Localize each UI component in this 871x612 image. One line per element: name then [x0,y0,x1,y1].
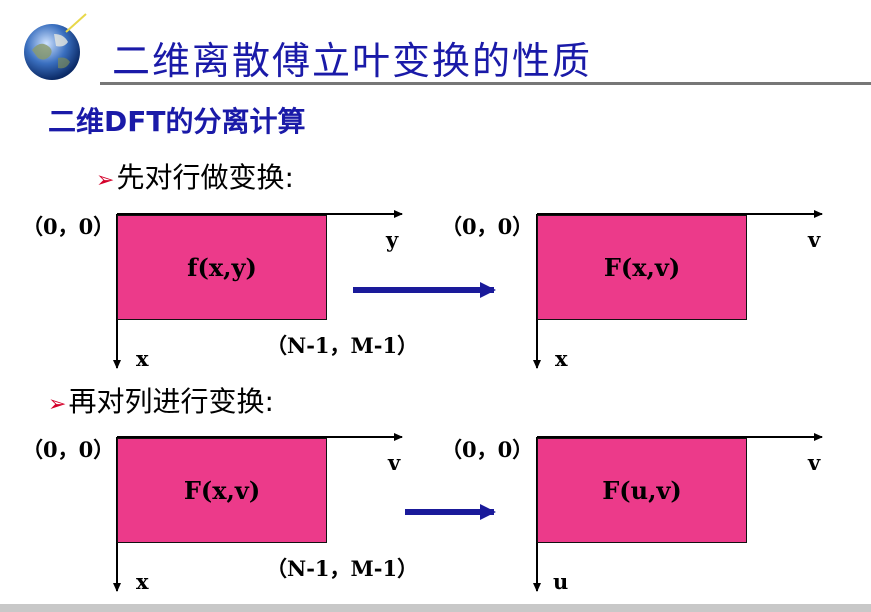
d1-right-x-label: x [555,346,568,371]
d2-left-origin-label: （0，0） [22,437,115,462]
step-col-transform: ➢再对列进行变换: [48,380,274,420]
title-divider [100,82,871,85]
d1-left-y-label: y [386,227,399,252]
arrowhead-bullet-icon: ➢ [96,168,115,193]
d2-left-matrix-box: F(x,v) [117,438,327,543]
d1-left-corner-label: （N-1，M-1） [266,333,419,358]
d1-left-x-label: x [136,346,149,371]
page-title: 二维离散傅立叶变换的性质 [112,39,593,83]
d2-left-x-label: x [136,569,149,594]
d2-right-x-label: u [553,569,569,594]
arrowhead-bullet-icon: ➢ [48,392,67,417]
globe-logo-icon [24,13,87,80]
d2-right-origin-label: （0，0） [441,437,534,462]
step-row-label: 先对行做变换: [116,161,294,194]
d2-left-corner-label: （N-1，M-1） [266,556,419,581]
d1-left-origin-label: （0，0） [22,214,115,239]
d1-right-y-label: v [808,227,821,252]
step-col-label: 再对列进行变换: [68,385,274,418]
d1-right-origin-label: （0，0） [441,214,534,239]
d2-left-y-label: v [388,450,401,475]
section-subtitle: 二维DFT的分离计算 [48,105,306,138]
step-row-transform: ➢先对行做变换: [96,156,294,196]
footer-bar [0,604,871,612]
d2-right-y-label: v [808,450,821,475]
d1-right-matrix-box: F(x,v) [537,215,747,320]
d1-left-matrix-box: f(x,y) [117,215,327,320]
d2-right-matrix-box: F(u,v) [537,438,747,543]
